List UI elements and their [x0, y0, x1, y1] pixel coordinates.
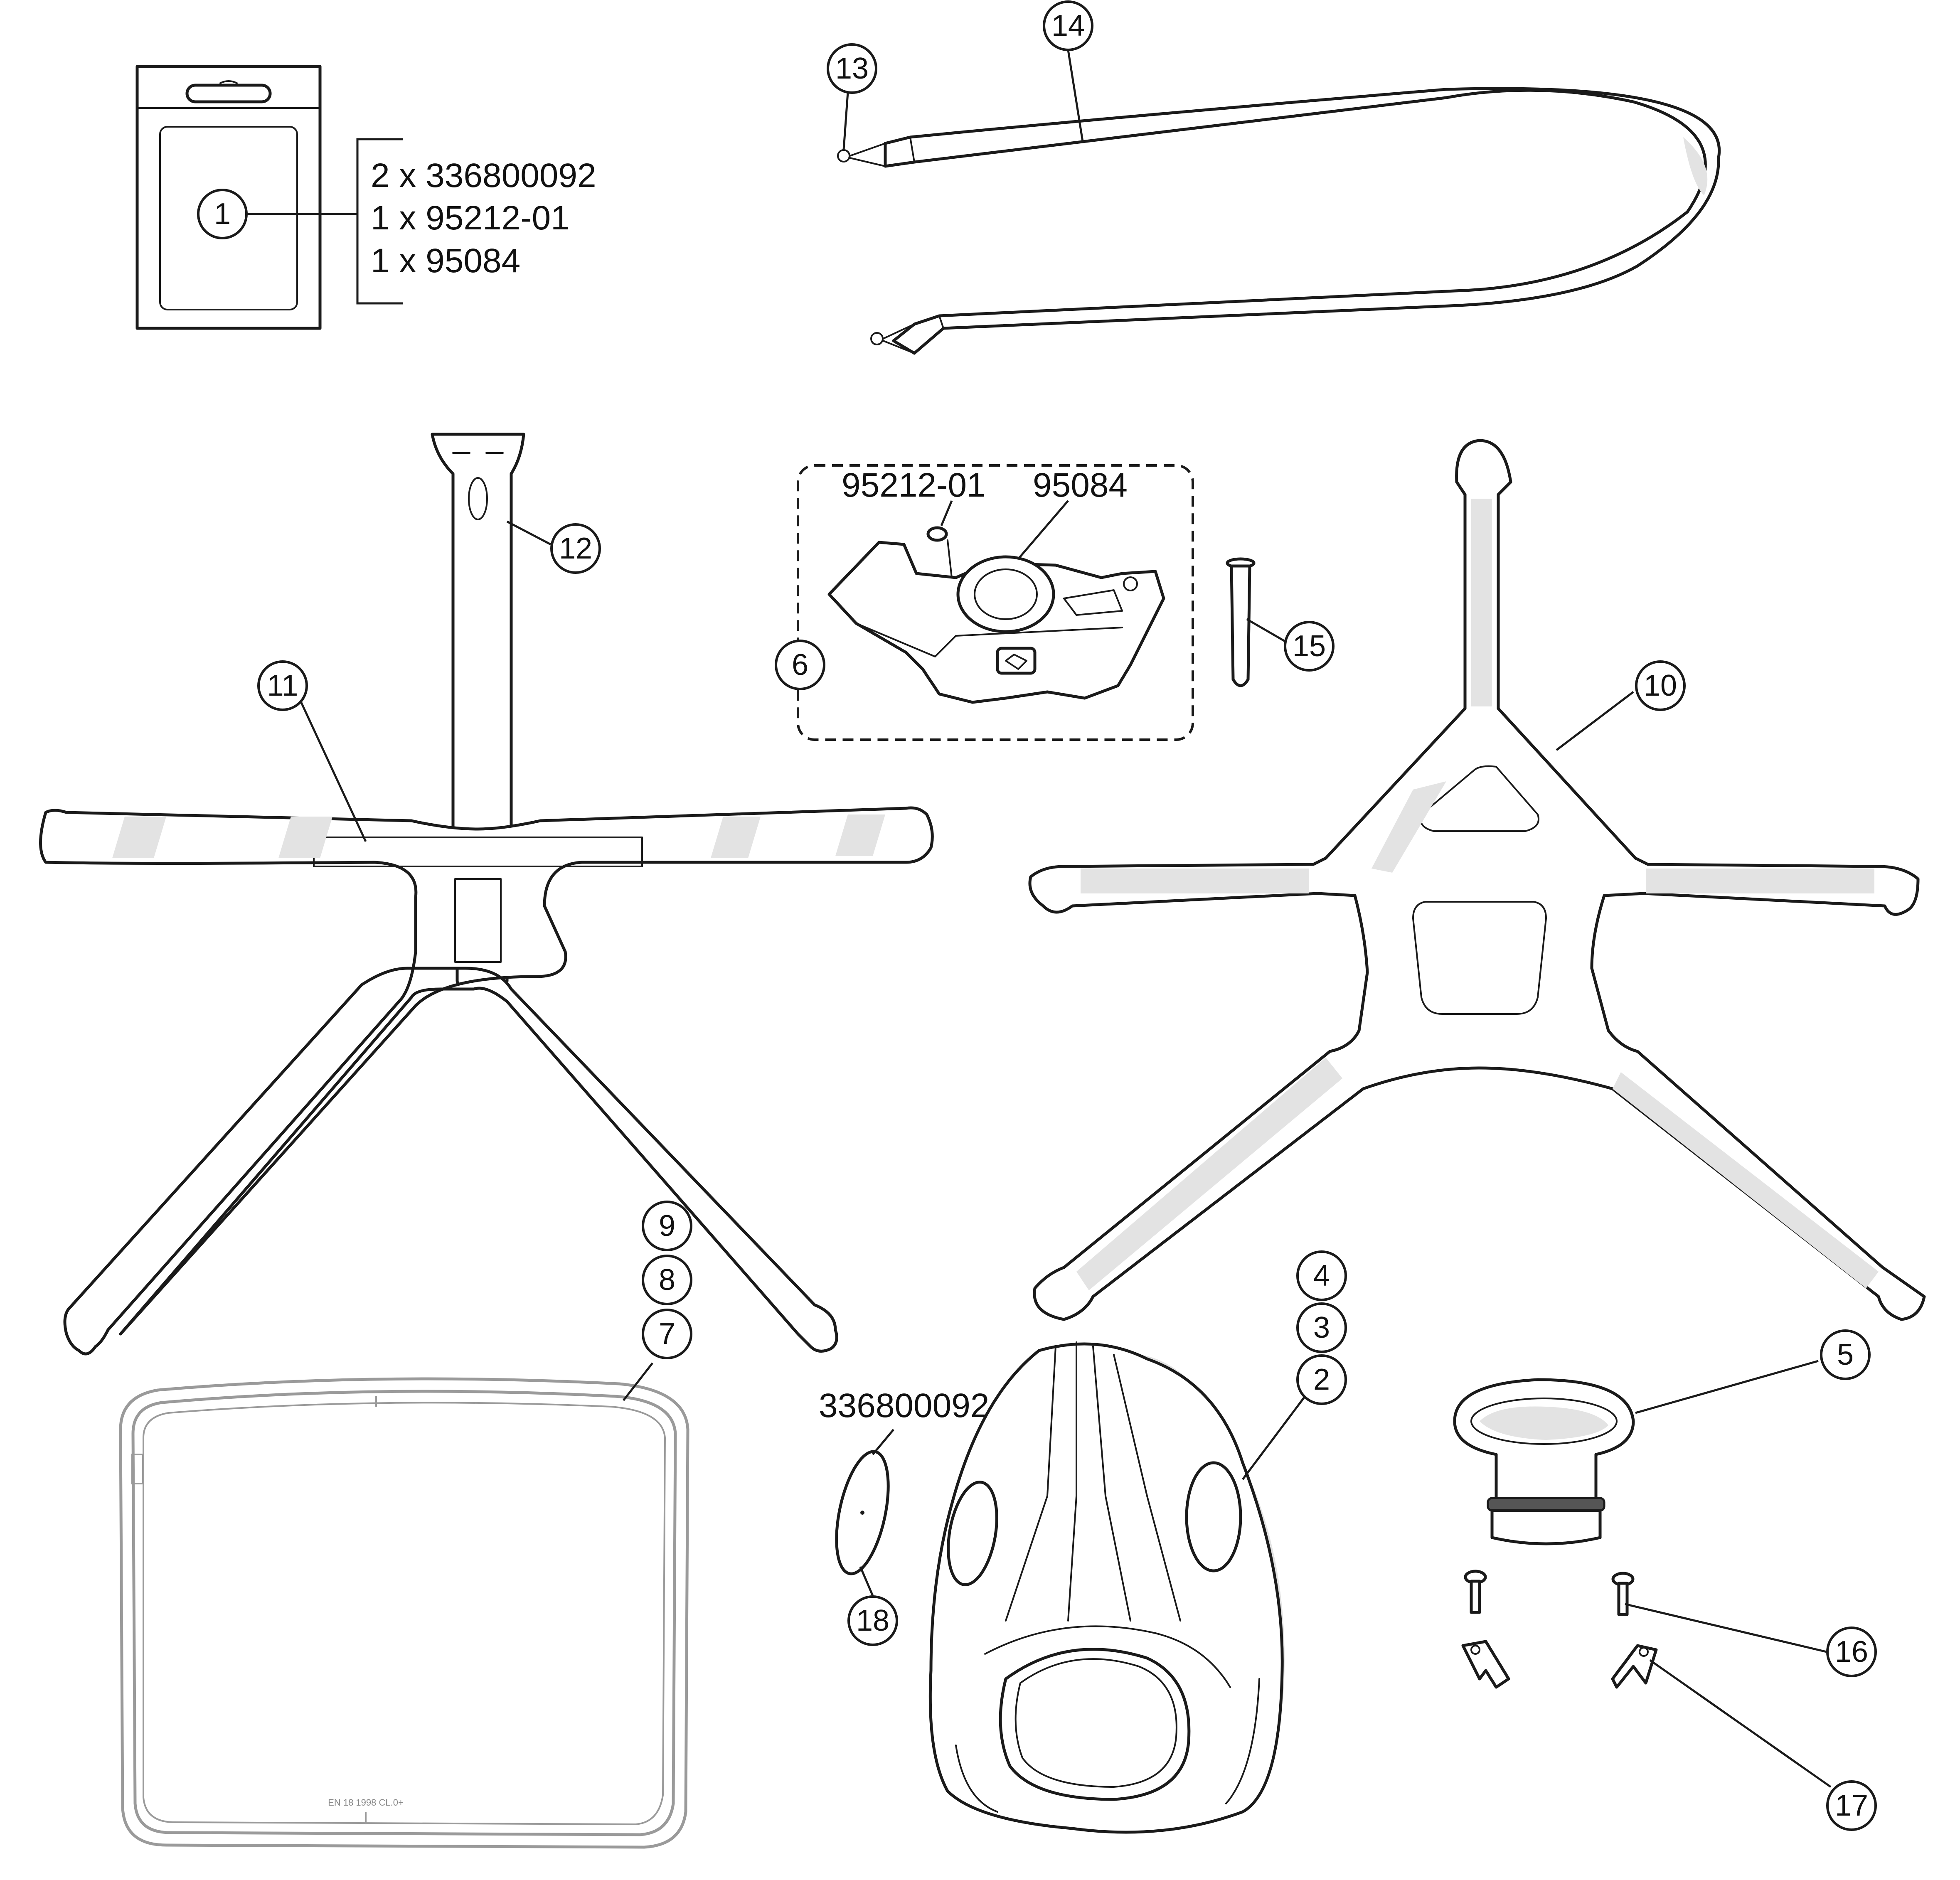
callout-9: 9 — [642, 1201, 692, 1251]
kit-bracket — [356, 138, 403, 305]
label-336800092: 336800092 — [819, 1387, 989, 1425]
callout-4: 4 — [1296, 1250, 1347, 1301]
callout-17: 17 — [1826, 1780, 1877, 1831]
svg-text:13: 13 — [835, 52, 869, 85]
part-17-clips — [1461, 1640, 1658, 1689]
kit-line-2: 1 x 95212-01 — [371, 199, 570, 237]
svg-text:18: 18 — [856, 1604, 889, 1637]
svg-text:14: 14 — [1051, 9, 1085, 42]
svg-text:1: 1 — [214, 197, 231, 231]
leader-15 — [1246, 618, 1287, 643]
callout-14: 14 — [1043, 0, 1093, 51]
part-15-pin — [1226, 557, 1256, 687]
svg-text:12: 12 — [559, 532, 592, 565]
leader-11 — [298, 697, 367, 842]
svg-text:2: 2 — [1313, 1363, 1330, 1396]
callout-2: 2 — [1296, 1354, 1347, 1405]
callout-10: 10 — [1635, 660, 1686, 711]
callout-5: 5 — [1820, 1329, 1871, 1380]
callout-8: 8 — [642, 1255, 692, 1305]
leader-336800092 — [872, 1429, 894, 1455]
leader-18 — [859, 1566, 874, 1596]
svg-text:7: 7 — [659, 1317, 675, 1351]
label-95212-01: 95212-01 — [842, 466, 986, 504]
part-6-valve-body — [827, 526, 1165, 704]
svg-text:5: 5 — [1837, 1338, 1854, 1371]
svg-text:17: 17 — [1835, 1789, 1868, 1822]
leader-7 — [623, 1362, 653, 1401]
callout-18: 18 — [847, 1595, 898, 1646]
leader-17 — [1649, 1659, 1832, 1788]
svg-text:11: 11 — [267, 669, 298, 702]
callout-11: 11 — [257, 660, 308, 711]
lens-marking: EN 18 1998 CL.0+ — [328, 1797, 404, 1808]
svg-text:16: 16 — [1835, 1635, 1868, 1668]
svg-text:15: 15 — [1293, 630, 1326, 663]
part-7-lens: EN 18 1998 CL.0+ — [119, 1377, 689, 1849]
svg-text:4: 4 — [1313, 1259, 1330, 1292]
leader-10 — [1556, 691, 1634, 751]
leader-5 — [1635, 1360, 1819, 1414]
leader-2 — [1242, 1395, 1306, 1480]
callout-12: 12 — [550, 523, 601, 574]
part-11-harness — [39, 433, 934, 1356]
svg-text:3: 3 — [1313, 1311, 1330, 1344]
callout-7: 7 — [642, 1309, 692, 1359]
svg-text:9: 9 — [659, 1209, 675, 1243]
part-16-screws — [1464, 1570, 1635, 1616]
callout-16: 16 — [1826, 1627, 1877, 1677]
kit-line-3: 1 x 95084 — [371, 242, 520, 280]
leader-95084 — [1017, 500, 1069, 560]
leader-13 — [842, 92, 849, 150]
callout-13: 13 — [827, 43, 877, 94]
callout-3: 3 — [1296, 1302, 1347, 1353]
callout-6: 6 — [775, 640, 825, 690]
svg-text:6: 6 — [792, 648, 808, 682]
callout-1: 1 — [197, 189, 248, 239]
leader-12 — [506, 520, 552, 546]
part-14-strap — [837, 87, 1721, 355]
leader-95212-01 — [940, 500, 953, 526]
svg-text:10: 10 — [1644, 669, 1677, 702]
kit-line-1: 2 x 336800092 — [371, 157, 596, 194]
part-18-disc — [835, 1450, 890, 1575]
leader-16 — [1625, 1603, 1827, 1653]
part-6-assembly-box — [797, 464, 1194, 741]
part-2-mask — [928, 1341, 1285, 1834]
part-5-adapter — [1453, 1378, 1635, 1545]
label-95084: 95084 — [1033, 466, 1128, 504]
svg-text:8: 8 — [659, 1263, 675, 1297]
callout-15: 15 — [1284, 621, 1335, 672]
leader-14 — [1067, 49, 1084, 142]
part-10-harness — [1028, 439, 1926, 1321]
